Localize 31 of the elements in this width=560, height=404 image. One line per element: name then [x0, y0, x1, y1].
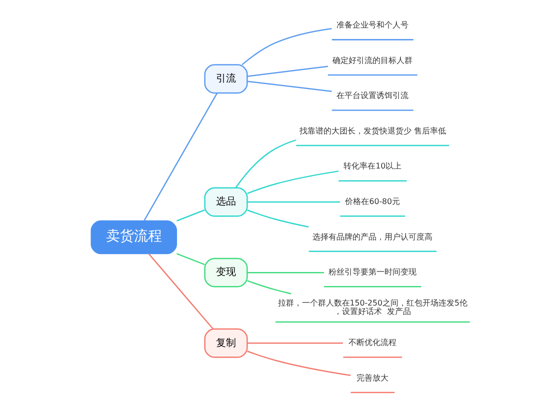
- connector: [148, 253, 213, 330]
- node-text: 不断优化流程: [348, 338, 396, 348]
- node-box: 变现: [204, 258, 248, 288]
- node-box: 卖货流程: [90, 220, 176, 254]
- node-text: 在平台设置诱饵引流: [336, 91, 408, 100]
- connector: [246, 201, 340, 203]
- connector: [176, 209, 204, 222]
- connector: [246, 272, 324, 274]
- connector: [246, 170, 338, 194]
- node-text: 找靠谱的大团长，发货快退货少 售后率低: [298, 126, 446, 136]
- node-text: 选择有品牌的产品，用户认可度高: [312, 232, 432, 242]
- connector: [234, 139, 296, 188]
- node-box: 选品: [204, 187, 248, 217]
- node-text: 价格在60-80元: [344, 196, 400, 206]
- node-box: 复制: [204, 328, 248, 358]
- node-text: 准备企业号和个人号: [336, 20, 408, 30]
- node-text: 拉群，一个群人数在150-250之间，红包开场连发5伦，设置好话术 发产品: [277, 298, 467, 316]
- node-text: 确定好引流的目标人群: [332, 56, 412, 65]
- connector: [246, 342, 342, 344]
- node-text: 转化率在10以上: [343, 162, 402, 171]
- connector: [246, 66, 328, 77]
- node-text: 完善放大: [356, 373, 388, 382]
- connector: [176, 253, 204, 266]
- connector: [246, 80, 332, 92]
- connector: [241, 28, 332, 66]
- connector: [143, 92, 218, 221]
- node-text: 粉丝引导要第一时间变现: [328, 268, 416, 277]
- connector: [246, 280, 291, 294]
- connector: [246, 210, 308, 228]
- connector: [246, 350, 350, 376]
- node-box: 引流: [204, 64, 248, 94]
